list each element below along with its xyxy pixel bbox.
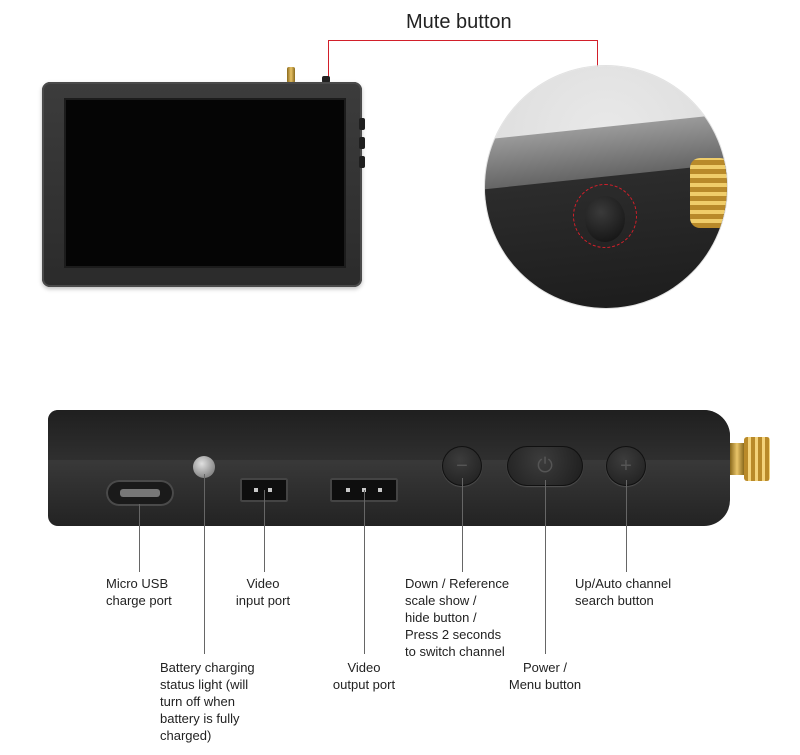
battery-status-led <box>193 456 215 478</box>
monitor-screen <box>64 98 346 268</box>
leader-micro-usb <box>139 504 140 572</box>
zoom-antenna-thread <box>690 158 727 228</box>
side-button-3 <box>359 156 365 168</box>
mute-button-zoom <box>485 66 727 308</box>
micro-usb-port <box>106 480 174 506</box>
video-input-label: Video input port <box>235 576 291 608</box>
power-menu-button: ⏻ <box>507 446 583 486</box>
battery-light-label: Battery charging status light (will turn… <box>160 660 255 743</box>
up-button: + <box>606 446 646 486</box>
leader-battery-light <box>204 474 205 654</box>
mute-button-label: Mute button <box>406 11 512 33</box>
up-auto-label: Up/Auto channel search button <box>575 576 672 608</box>
side-button-1 <box>359 118 365 130</box>
down-reference-label: Down / Reference scale show / hide butto… <box>405 576 510 659</box>
antenna-connector-top <box>287 67 295 83</box>
leader-down-button <box>462 478 463 572</box>
sma-antenna-connector <box>730 433 770 483</box>
leader-video-input <box>264 490 265 572</box>
video-output-label: Video output port <box>332 660 396 692</box>
mute-highlight-ring <box>573 184 637 248</box>
mute-button-top <box>322 76 330 83</box>
power-menu-label: Power / Menu button <box>508 660 582 692</box>
mute-leader-horizontal <box>328 40 598 41</box>
leader-power-button <box>545 480 546 654</box>
side-button-2 <box>359 137 365 149</box>
power-icon: ⏻ <box>537 455 553 477</box>
plus-icon: + <box>620 455 632 477</box>
leader-up-button <box>626 480 627 572</box>
leader-video-output <box>364 490 365 654</box>
micro-usb-label: Micro USB charge port <box>106 576 172 608</box>
minus-icon: − <box>456 455 468 477</box>
mute-leader-left <box>328 40 329 78</box>
mute-leader-right <box>597 40 598 68</box>
